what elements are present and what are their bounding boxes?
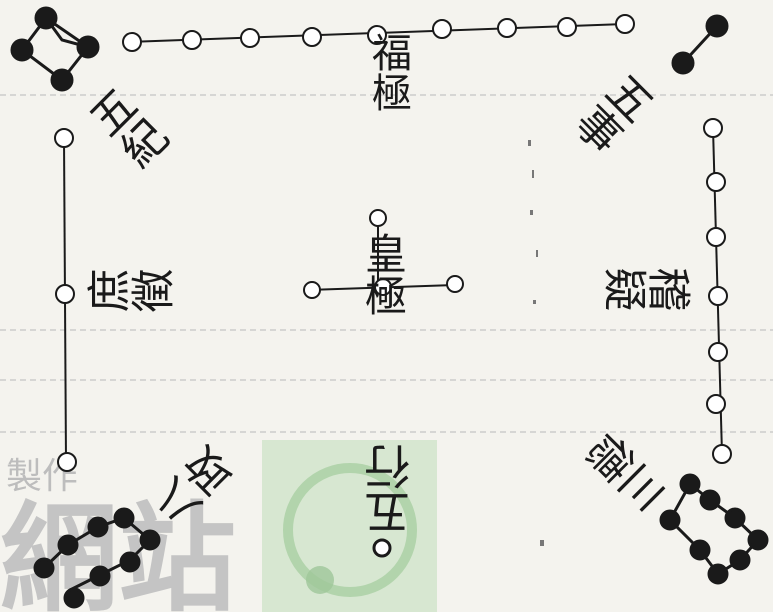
label-left: 庶徵 — [86, 269, 174, 321]
watermark: 製作 網站 — [0, 440, 437, 612]
bottom-right-black-dots — [659, 473, 769, 585]
top-dot-chain — [122, 14, 635, 52]
page-rules — [0, 94, 773, 433]
watermark-emblem-icon — [283, 463, 417, 597]
top-left-black-dots — [10, 6, 100, 92]
center-dot-cross — [303, 209, 464, 299]
label-center: 皇極 — [359, 232, 408, 316]
bottom-center-dot — [372, 538, 392, 558]
label-bottom-center: 五行 — [363, 444, 417, 536]
bottom-left-black-dots — [33, 507, 161, 609]
label-right: 稽疑 — [604, 260, 692, 311]
top-right-black-dots — [671, 14, 729, 75]
left-dot-chain — [54, 128, 77, 472]
label-top-left: 五紀 — [76, 81, 174, 179]
label-top-right: 五事 — [563, 61, 661, 159]
label-bottom-right: 三德 — [581, 421, 679, 519]
right-dot-chain — [703, 118, 732, 464]
scan-speckles — [528, 140, 544, 546]
label-top-center: 福極 — [365, 32, 412, 112]
yin-yang-icon — [306, 566, 334, 594]
